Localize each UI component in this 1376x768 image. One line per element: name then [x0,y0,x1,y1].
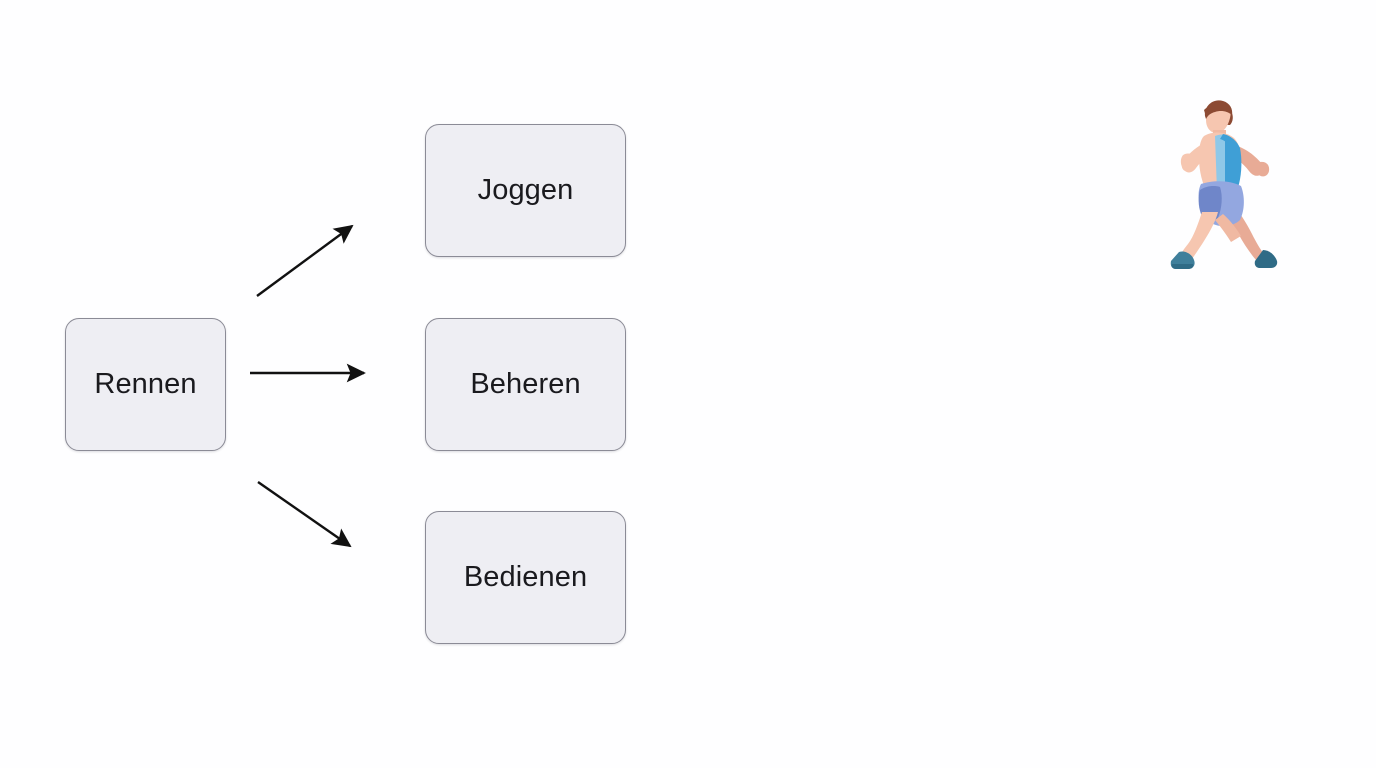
node-rennen[interactable]: Rennen [65,318,226,451]
node-bedienen[interactable]: Bedienen [425,511,626,644]
node-rennen-label: Rennen [94,368,197,400]
running-man-icon [1170,100,1278,269]
node-joggen[interactable]: Joggen [425,124,626,257]
edge-rennen-bedienen [257,481,352,548]
edge-rennen-joggen [256,224,354,297]
node-joggen-label: Joggen [477,174,574,206]
node-beheren[interactable]: Beheren [425,318,626,451]
node-bedienen-label: Bedienen [463,561,588,593]
node-beheren-label: Beheren [470,368,581,400]
